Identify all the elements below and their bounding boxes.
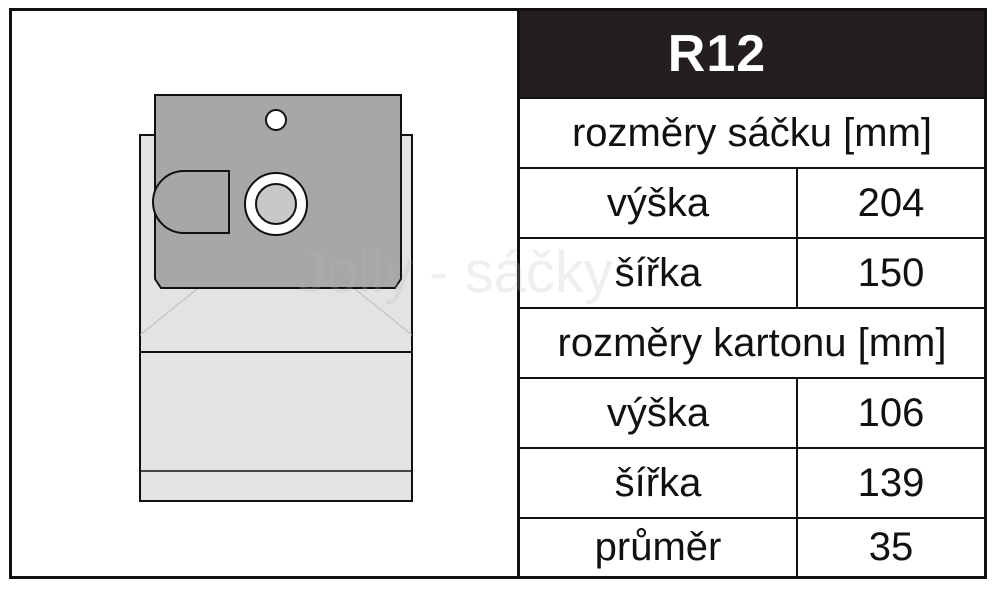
card-dimensions-heading-row: rozměry kartonu [mm] — [520, 307, 984, 377]
bag-height-value: 204 — [857, 180, 925, 225]
card-diameter-value: 35 — [868, 525, 914, 569]
bag-width-row: šířka 150 — [520, 237, 984, 307]
card-dimensions-heading: rozměry kartonu [mm] — [557, 320, 947, 365]
card-height-label: výška — [520, 379, 798, 447]
product-sheet: R12 rozměry sáčku [mm] výška 204 šířka 1… — [9, 8, 987, 579]
card-tab-cutout — [152, 170, 230, 234]
model-code: R12 — [667, 25, 767, 83]
bag-width-value: 150 — [857, 250, 925, 295]
card-height-row: výška 106 — [520, 377, 984, 447]
card-height-value: 106 — [857, 390, 925, 435]
bag-height-label: výška — [520, 169, 798, 237]
card-width-label: šířka — [520, 449, 798, 517]
bag-height-row: výška 204 — [520, 167, 984, 237]
bag-dimensions-heading-row: rozměry sáčku [mm] — [520, 97, 984, 167]
card-diameter-label: průměr — [520, 519, 798, 576]
hanging-hole — [265, 109, 287, 131]
dimensions-table: R12 rozměry sáčku [mm] výška 204 šířka 1… — [520, 11, 984, 576]
bag-dimensions-heading: rozměry sáčku [mm] — [571, 110, 933, 155]
card-diameter-row: průměr 35 — [520, 517, 984, 576]
vacuum-bag-illustration — [139, 94, 413, 502]
model-header: R12 — [520, 11, 984, 97]
bag-illustration-panel — [12, 11, 520, 576]
card-width-row: šířka 139 — [520, 447, 984, 517]
card-width-value: 139 — [857, 460, 925, 505]
bag-width-label: šířka — [520, 239, 798, 307]
inlet-ring-inner — [255, 183, 297, 225]
